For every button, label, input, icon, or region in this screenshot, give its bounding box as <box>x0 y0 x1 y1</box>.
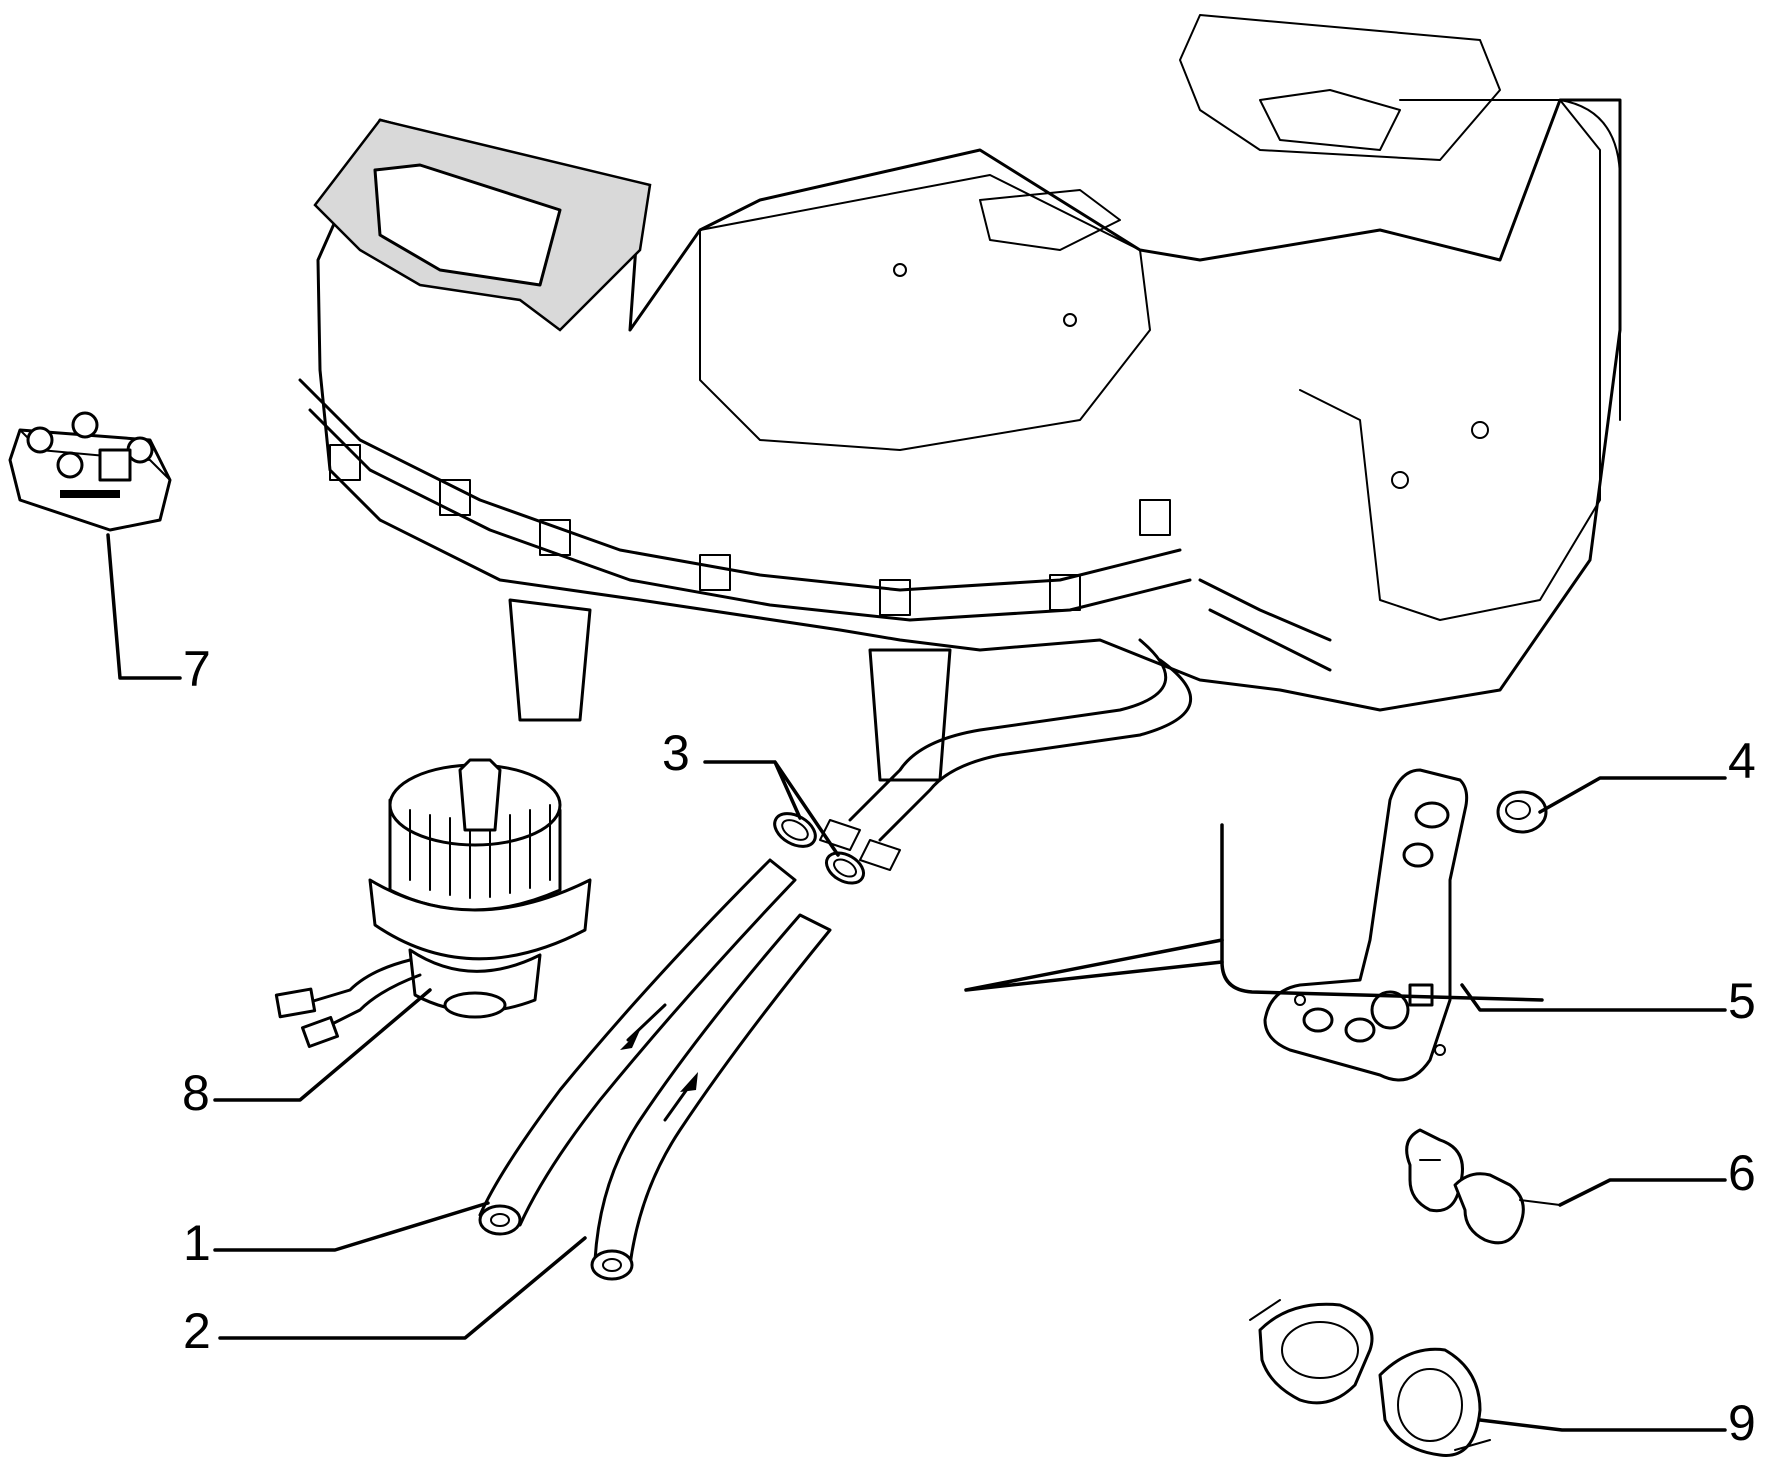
callout-7: 7 <box>183 641 211 697</box>
leader-9 <box>1478 1418 1727 1432</box>
hose-clamps <box>773 812 865 885</box>
resistor-module <box>8 411 172 532</box>
callout-4: 4 <box>1728 733 1756 789</box>
callout-labels: 7 8 1 2 3 4 5 6 9 <box>182 641 1756 1451</box>
double-pipe-clip <box>1405 1128 1561 1245</box>
leader-5 <box>1460 983 1727 1012</box>
leader-8 <box>213 988 432 1102</box>
callout-6: 6 <box>1728 1145 1756 1201</box>
callout-2: 2 <box>183 1303 211 1359</box>
connection-plate <box>1263 768 1469 1082</box>
callout-9: 9 <box>1728 1395 1756 1451</box>
leader-lines <box>106 533 1727 1432</box>
grommet <box>1496 790 1548 834</box>
callout-1: 1 <box>183 1215 211 1271</box>
blower-motor <box>274 758 592 1049</box>
leader-7 <box>106 533 182 680</box>
leader-4 <box>1538 776 1727 814</box>
leader-1 <box>213 1201 490 1252</box>
leader-6 <box>1558 1178 1727 1207</box>
callout-5: 5 <box>1728 973 1756 1029</box>
heater-hose-2 <box>590 913 832 1281</box>
heater-hose-1 <box>478 858 797 1236</box>
leader-3 <box>703 760 840 857</box>
leader-2 <box>218 1236 587 1340</box>
callout-3: 3 <box>662 725 690 781</box>
heater-housing-assembly <box>298 14 1622 871</box>
twin-hose-clamp <box>1249 1299 1491 1457</box>
callout-8: 8 <box>182 1065 210 1121</box>
detail-pointer <box>964 938 1224 992</box>
